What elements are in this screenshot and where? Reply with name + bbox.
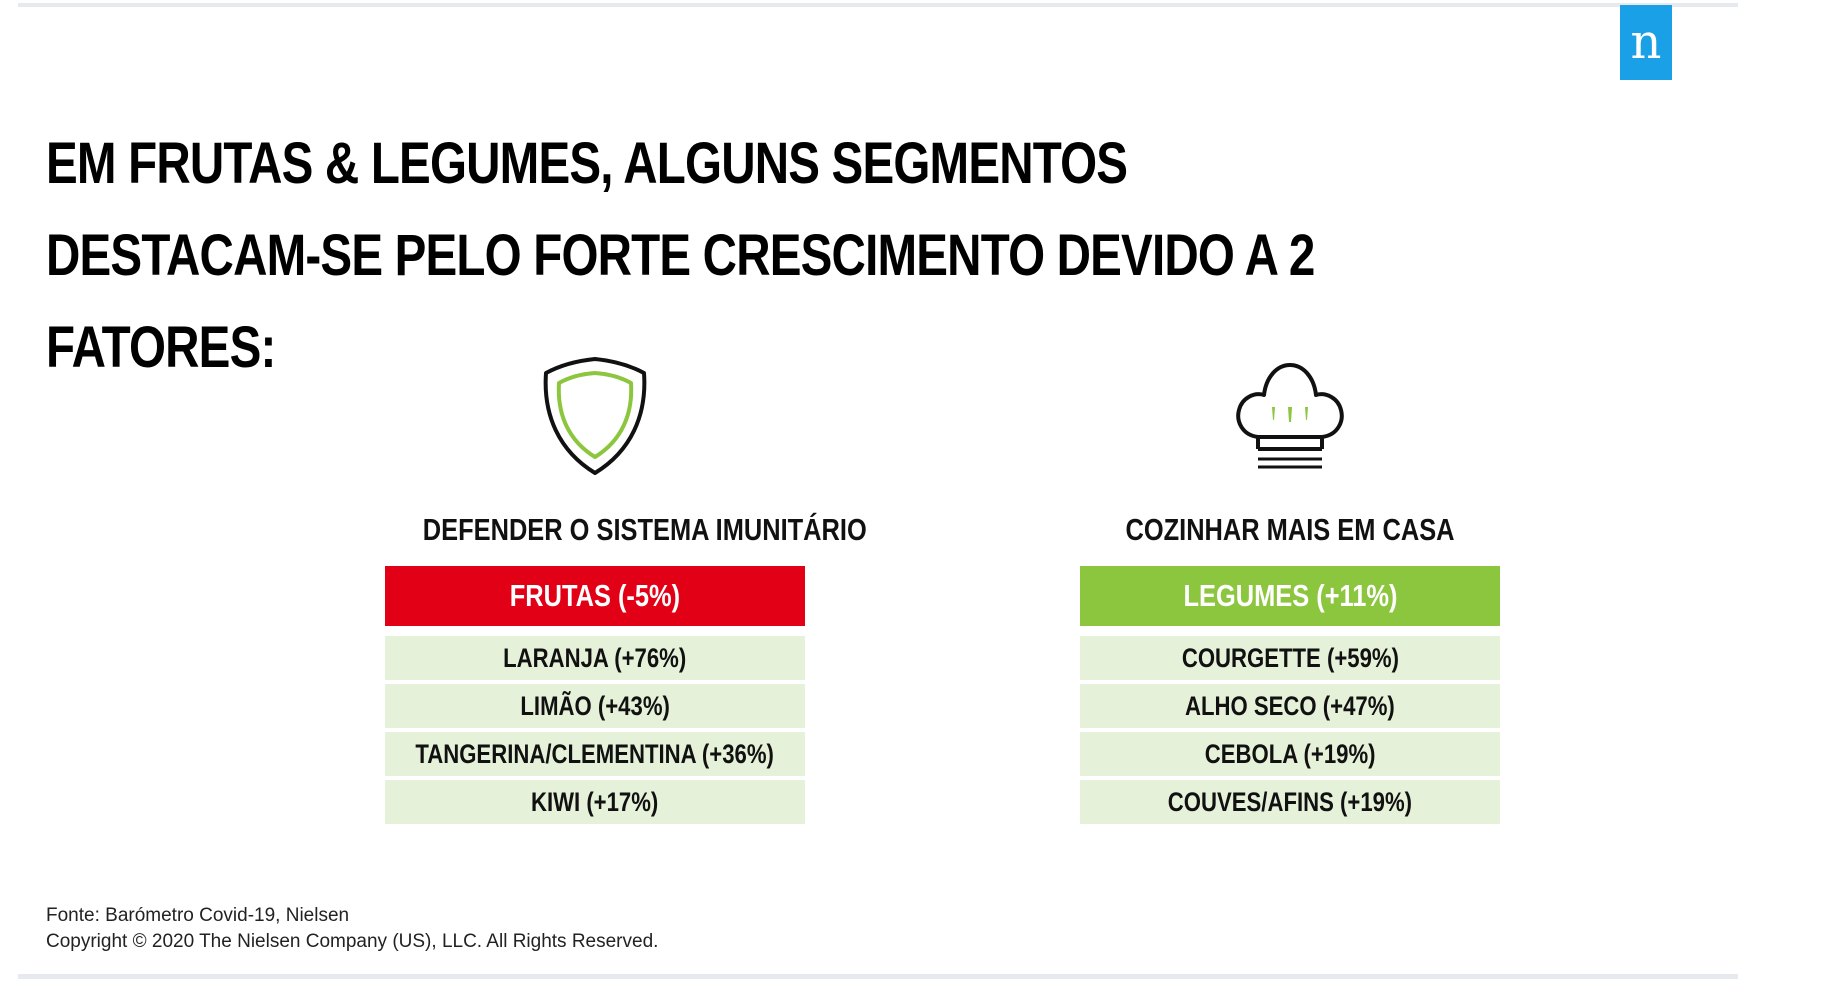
shield-icon [385, 355, 805, 477]
list-item: LARANJA (+76%) [385, 636, 805, 680]
vegetables-list: COURGETTE (+59%) ALHO SECO (+47%) CEBOLA… [1080, 636, 1500, 824]
list-item: COUVES/AFINS (+19%) [1080, 780, 1500, 824]
fruits-list: LARANJA (+76%) LIMÃO (+43%) TANGERINA/CL… [385, 636, 805, 824]
fruits-header: FRUTAS (-5%) [385, 566, 805, 626]
fruits-column: DEFENDER O SISTEMA IMUNITÁRIO FRUTAS (-5… [385, 355, 867, 828]
vegetables-header: LEGUMES (+11%) [1080, 566, 1500, 626]
list-item-label: KIWI (+17%) [531, 786, 659, 817]
factor-label-immune: DEFENDER O SISTEMA IMUNITÁRIO [422, 512, 867, 547]
list-item-label: LIMÃO (+43%) [520, 690, 670, 721]
vegetables-column: COZINHAR MAIS EM CASA LEGUMES (+11%) COU… [1080, 355, 1500, 828]
vegetables-header-label: LEGUMES (+11%) [1182, 578, 1398, 613]
bottom-divider [18, 974, 1738, 979]
list-item: CEBOLA (+19%) [1080, 732, 1500, 776]
list-item-label: ALHO SECO (+47%) [1185, 690, 1395, 721]
list-item-label: CEBOLA (+19%) [1204, 738, 1376, 769]
list-item: ALHO SECO (+47%) [1080, 684, 1500, 728]
page-title: EM FRUTAS & LEGUMES, ALGUNS SEGMENTOS DE… [46, 131, 1315, 380]
copyright-note: Copyright © 2020 The Nielsen Company (US… [46, 931, 659, 952]
factor-label-cooking: COZINHAR MAIS EM CASA [1125, 512, 1455, 547]
list-item: KIWI (+17%) [385, 780, 805, 824]
nielsen-logo: n [1620, 5, 1672, 80]
list-item: TANGERINA/CLEMENTINA (+36%) [385, 732, 805, 776]
list-item-label: COUVES/AFINS (+19%) [1167, 786, 1413, 817]
list-item: COURGETTE (+59%) [1080, 636, 1500, 680]
list-item-label: LARANJA (+76%) [503, 642, 687, 673]
footer: Fonte: Barómetro Covid-19, Nielsen Copyr… [46, 903, 658, 955]
list-item: LIMÃO (+43%) [385, 684, 805, 728]
fruits-header-label: FRUTAS (-5%) [509, 578, 681, 613]
list-item-label: COURGETTE (+59%) [1181, 642, 1399, 673]
logo-letter: n [1630, 14, 1662, 70]
source-note: Fonte: Barómetro Covid-19, Nielsen [46, 905, 350, 926]
list-item-label: TANGERINA/CLEMENTINA (+36%) [415, 738, 775, 769]
top-divider [18, 3, 1738, 7]
chef-hat-icon [1080, 355, 1500, 477]
